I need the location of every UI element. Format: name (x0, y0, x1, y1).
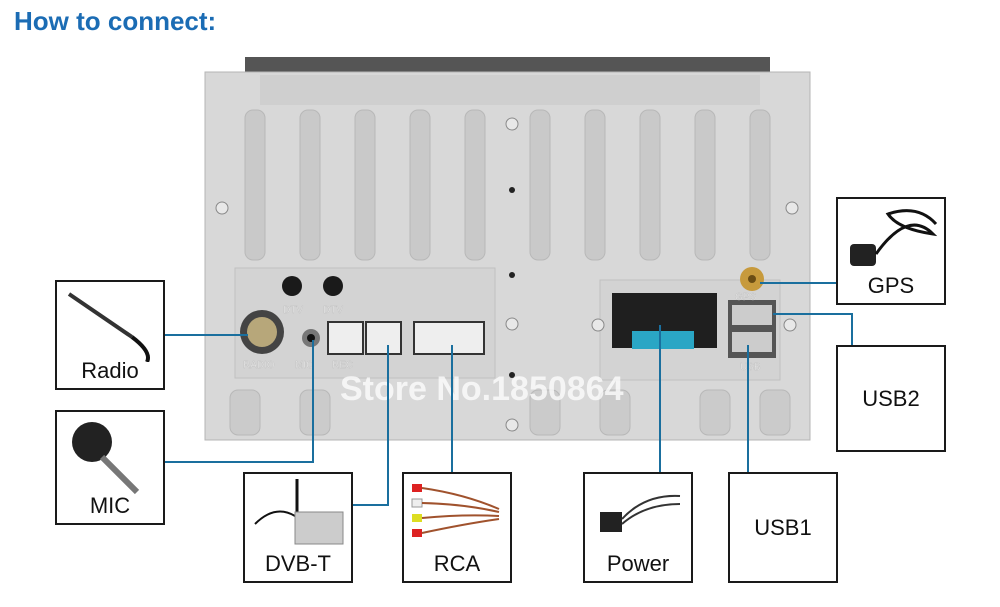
usb2-box: USB2 (836, 345, 946, 452)
port-label-gps: GPS (735, 292, 756, 303)
dvbt-receiver-icon (254, 479, 344, 545)
connection-lines (165, 282, 853, 506)
usb2-label: USB2 (862, 385, 920, 411)
port-label-radio: RADIO (243, 360, 275, 371)
port-label-dtv-1: DTV (283, 305, 303, 316)
rca-label: RCA (433, 551, 481, 576)
port-label-dtv-2: DTV (323, 305, 343, 316)
radio-box: Radio (55, 280, 165, 390)
power-harness-icon (600, 494, 681, 532)
radio-label: Radio (81, 358, 139, 383)
antenna-icon (67, 292, 150, 362)
usb1-box: USB1 (728, 472, 838, 583)
gps-box: GPS (836, 197, 946, 305)
usb1-label: USB1 (754, 514, 812, 540)
power-label: Power (606, 551, 670, 576)
mic-box: MIC (55, 410, 165, 525)
gps-antenna-icon (850, 209, 938, 266)
microphone-icon (72, 422, 140, 495)
dvbt-box: DVB-T (243, 472, 353, 583)
port-label-mic: MIC (295, 360, 313, 371)
rca-cable-icon (411, 484, 500, 537)
watermark: Store No.1850864 (340, 370, 624, 408)
gps-label: GPS (867, 273, 915, 298)
port-label-usb: USB (740, 362, 761, 373)
rca-box: RCA (402, 472, 512, 583)
dvbt-label: DVB-T (265, 551, 331, 576)
head-unit-rear-panel: DTV DTV RADIO MIC REC GPS USB Store No.1… (204, 57, 811, 441)
page-title: How to connect: (14, 6, 217, 36)
power-box: Power (583, 472, 693, 583)
mic-label: MIC (89, 493, 131, 518)
port-label-rec: REC (332, 360, 353, 371)
